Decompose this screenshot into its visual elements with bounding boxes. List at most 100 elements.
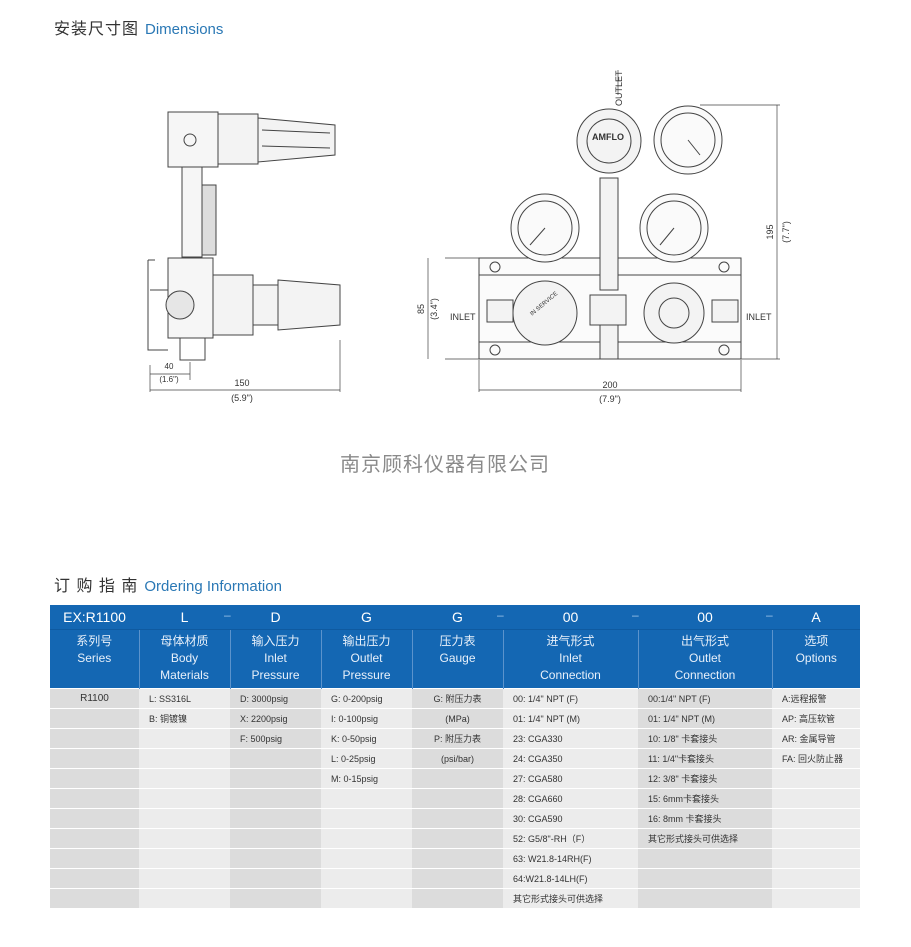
cell-text: 00: 1/4" NPT (F) (513, 693, 579, 704)
cell-text: P: 附压力表 (433, 734, 481, 744)
inlet-right-label: INLET (746, 312, 772, 322)
table-cell (139, 848, 230, 869)
table-cell: D: 3000psig (230, 688, 321, 709)
cell-text: (psi/bar) (440, 753, 474, 764)
outlet-label: OUTLET (614, 70, 624, 106)
dim-195-inch-label: (7.7") (781, 221, 791, 243)
table-cell: FA: 回火防止器 (772, 748, 860, 769)
table-cell (772, 808, 860, 829)
table-cell (139, 828, 230, 849)
cell-text: 28: CGA660 (513, 793, 563, 804)
table-cell: 27: CGA580 (503, 768, 638, 789)
table-cell: 30: CGA590 (503, 808, 638, 829)
table-cell (50, 828, 139, 849)
cell-text: 27: CGA580 (513, 773, 563, 784)
table-cell (321, 788, 412, 809)
table-cell (412, 868, 503, 889)
column-header-line: Connection (540, 668, 601, 682)
table-cell: B: 铜镀镍 (139, 708, 230, 729)
table-cell: 16: 8mm 卡套接头 (638, 808, 772, 829)
dim-200-inch-label: (7.9") (599, 394, 621, 404)
column-header: 系列号 Series (50, 629, 139, 689)
cell-text: 10: 1/8" 卡套接头 (648, 734, 718, 744)
cell-text: FA: 回火防止器 (782, 754, 844, 764)
cell-text: 63: W21.8-14RH(F) (513, 853, 592, 864)
company-watermark: 南京顾科仪器有限公司 (340, 454, 550, 476)
cell-text: 15: 6mm卡套接头 (648, 794, 720, 804)
column-header-line: Series (77, 651, 112, 665)
table-cell (321, 808, 412, 829)
table-cell (139, 888, 230, 908)
table-cell (230, 828, 321, 849)
table-cell: 其它形式接头可供选择 (638, 828, 772, 849)
cell-text: 11: 1/4"卡套接头 (648, 754, 715, 764)
table-cell: AP: 高压软管 (772, 708, 860, 729)
code-dash: – (766, 608, 773, 622)
model-code-segment: G (361, 609, 372, 625)
table-row: M: 0-15psig 27: CGA580 12: 3/8" 卡套接头 (50, 768, 860, 789)
dim-150-label: 150 (234, 378, 249, 388)
table-cell: 15: 6mm卡套接头 (638, 788, 772, 809)
cell-text: A:远程报警 (782, 694, 827, 704)
column-header-line: 系列号 (76, 634, 113, 648)
table-cell (230, 848, 321, 869)
table-cell: M: 0-15psig (321, 768, 412, 789)
table-cell: 00: 1/4" NPT (F) (503, 688, 638, 709)
side-view-drawing (147, 111, 341, 392)
front-view-drawing (427, 70, 780, 392)
cell-text: L: SS316L (149, 693, 192, 704)
table-cell (50, 808, 139, 829)
cell-text: 52: G5/8"-RH（F） (513, 834, 591, 844)
cell-text: AR: 金属导管 (782, 734, 836, 744)
cell-text: 其它形式接头可供选择 (648, 834, 739, 844)
column-header-line: Pressure (342, 668, 391, 682)
model-code-segment: EX:R1100 (63, 609, 126, 625)
table-row: 63: W21.8-14RH(F) (50, 848, 860, 869)
column-header-line: 母体材质 (160, 634, 209, 648)
cell-text: I: 0-100psig (331, 713, 379, 724)
table-cell: L: 0-25psig (321, 748, 412, 769)
column-header-line: Gauge (439, 651, 476, 665)
table-cell: 12: 3/8" 卡套接头 (638, 768, 772, 789)
table-cell: G: 0-200psig (321, 688, 412, 709)
table-cell (139, 788, 230, 809)
table-cell: 01: 1/4" NPT (M) (503, 708, 638, 729)
column-header-line: Outlet (688, 651, 721, 665)
table-cell (412, 808, 503, 829)
table-cell: 11: 1/4"卡套接头 (638, 748, 772, 769)
table-cell (50, 748, 139, 769)
code-dash: – (497, 608, 504, 622)
model-code-cell: – 00 (497, 605, 638, 630)
model-code-cell: L (139, 605, 230, 630)
table-cell (321, 868, 412, 889)
table-row: 其它形式接头可供选择 (50, 888, 860, 908)
column-header-line: Outlet (350, 651, 383, 665)
table-cell (230, 808, 321, 829)
cell-text: F: 500psig (240, 733, 283, 744)
column-header-line: Options (795, 651, 837, 665)
cell-text: L: 0-25psig (331, 753, 376, 764)
table-cell: (psi/bar) (412, 748, 503, 769)
dimensions-title-cn: 安装尺寸图 (54, 21, 140, 38)
column-header-line: Pressure (251, 668, 300, 682)
code-dash: – (224, 608, 231, 622)
model-code-segment: 00 (697, 609, 713, 625)
table-cell: AR: 金属导管 (772, 728, 860, 749)
cell-text: D: 3000psig (240, 693, 289, 704)
table-cell (638, 848, 772, 869)
column-header-line: 输入压力 (251, 634, 300, 648)
table-cell: 63: W21.8-14RH(F) (503, 848, 638, 869)
table-cell (412, 848, 503, 869)
dim-40-inch-label: (1.6") (159, 375, 179, 384)
model-code-segment: 00 (562, 609, 579, 625)
cell-text: M: 0-15psig (331, 773, 379, 784)
table-cell: 28: CGA660 (503, 788, 638, 809)
column-header-line: Materials (160, 668, 209, 682)
table-cell (50, 768, 139, 789)
dim-40-label: 40 (165, 362, 174, 371)
table-cell (139, 808, 230, 829)
